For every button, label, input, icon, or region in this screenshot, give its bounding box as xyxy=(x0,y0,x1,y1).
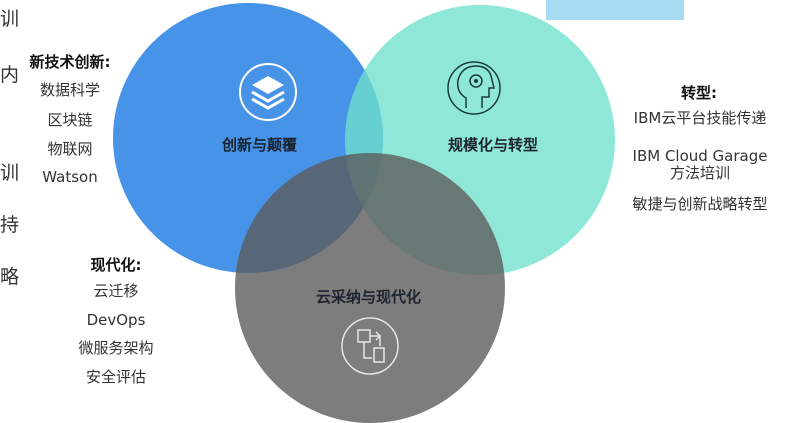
layers-icon xyxy=(239,63,297,121)
group-item: 数据科学 xyxy=(39,81,100,99)
workflow-icon xyxy=(341,317,399,375)
cloud-circle-label: 云采纳与现代化 xyxy=(316,288,422,306)
group-item: 区块链 xyxy=(47,111,93,129)
new-tech-group: 新技术创新: xyxy=(22,51,118,72)
group-item: Watson xyxy=(42,168,98,186)
group-item: IBM云平台技能传递 xyxy=(633,109,767,127)
group-item: DevOps xyxy=(86,311,146,329)
group-item: 方法培训 xyxy=(669,164,730,182)
new-tech-title: 新技术创新: xyxy=(29,53,111,71)
edge-char: 训 xyxy=(0,8,20,30)
transformation-title: 转型: xyxy=(681,84,717,102)
edge-char: 略 xyxy=(0,266,20,288)
group-item: 微服务架构 xyxy=(78,339,154,357)
cloud-circle xyxy=(235,153,505,423)
group-item: 物联网 xyxy=(47,140,93,158)
edge-char: 训 xyxy=(0,162,20,184)
innovation-circle-label: 创新与颠覆 xyxy=(222,136,298,154)
group-item: 云迁移 xyxy=(93,282,139,300)
edge-char: 持 xyxy=(0,214,20,236)
head-gear-icon xyxy=(447,61,501,115)
modernization-title: 现代化: xyxy=(90,256,142,274)
scale-circle-label: 规模化与转型 xyxy=(448,136,539,154)
edge-char: 内 xyxy=(0,64,20,86)
top-banner-fragment xyxy=(546,0,684,20)
group-item: 安全评估 xyxy=(85,368,146,386)
group-item: 敏捷与创新战略转型 xyxy=(632,195,768,213)
group-item: IBM Cloud Garage xyxy=(632,147,768,165)
